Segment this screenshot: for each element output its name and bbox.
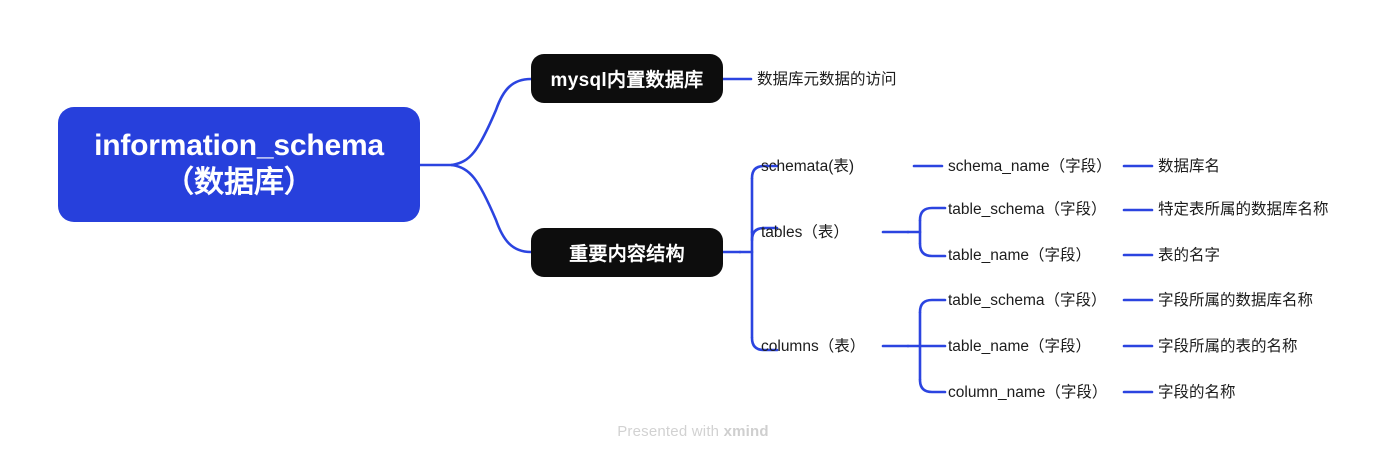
leaf-columns-table-schema-desc[interactable]: 字段所属的数据库名称 xyxy=(1158,292,1314,309)
watermark: Presented with xmind xyxy=(0,423,1386,440)
leaf-columns-table-schema-field[interactable]: table_schema（字段） xyxy=(948,292,1107,309)
leaf-metadata-access[interactable]: 数据库元数据的访问 xyxy=(757,71,897,88)
leaf-columns-table[interactable]: columns（表） xyxy=(761,338,866,355)
leaf-tables-table-schema-field[interactable]: table_schema（字段） xyxy=(948,201,1107,218)
leaf-schema-name-field[interactable]: schema_name（字段） xyxy=(948,158,1112,175)
leaf-tables-table-name-field[interactable]: table_name（字段） xyxy=(948,247,1092,264)
topic-node-mysql[interactable]: mysql内置数据库 xyxy=(531,54,723,103)
root-node-subtitle: （数据库） xyxy=(164,165,314,199)
topic-node-structure-label: 重要内容结构 xyxy=(569,244,685,265)
wire-columns-child-3 xyxy=(918,378,947,394)
leaf-columns-table-name-field[interactable]: table_name（字段） xyxy=(948,338,1092,355)
root-node-title: information_schema xyxy=(94,128,384,162)
leaf-schemata-table[interactable]: schemata(表) xyxy=(761,158,855,175)
leaf-column-name-field[interactable]: column_name（字段） xyxy=(948,384,1108,401)
topic-node-mysql-label: mysql内置数据库 xyxy=(550,70,704,91)
wire-columns-child-1 xyxy=(918,298,947,314)
wire-tables-child-1 xyxy=(918,206,947,222)
watermark-prefix: Presented with xyxy=(617,423,724,440)
wire-root-to-struct xyxy=(450,163,533,254)
leaf-schema-name-desc[interactable]: 数据库名 xyxy=(1158,158,1221,175)
leaf-columns-table-name-desc[interactable]: 字段所属的表的名称 xyxy=(1158,338,1298,355)
watermark-brand: xmind xyxy=(723,423,769,440)
root-node[interactable]: information_schema （数据库） xyxy=(58,107,420,222)
leaf-tables-table[interactable]: tables（表） xyxy=(761,224,849,241)
wire-tables-child-2 xyxy=(918,242,947,258)
wire-root-to-mysql xyxy=(450,77,533,167)
leaf-column-name-desc[interactable]: 字段的名称 xyxy=(1158,384,1236,401)
leaf-tables-table-schema-desc[interactable]: 特定表所属的数据库名称 xyxy=(1158,201,1329,218)
leaf-tables-table-name-desc[interactable]: 表的名字 xyxy=(1158,247,1221,264)
topic-node-structure[interactable]: 重要内容结构 xyxy=(531,228,723,277)
